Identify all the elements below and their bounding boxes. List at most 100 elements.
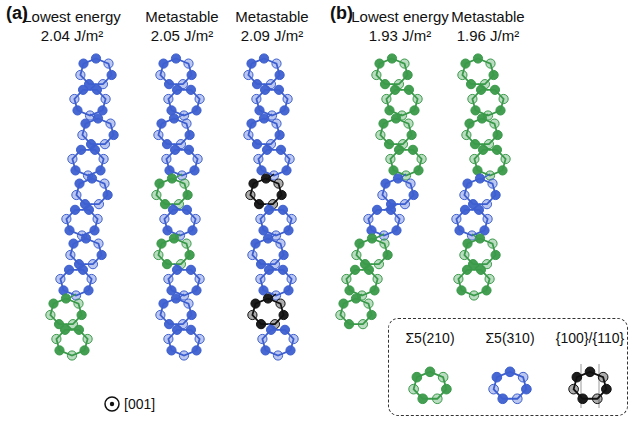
atom — [470, 154, 479, 163]
atom — [246, 190, 255, 199]
atom — [364, 299, 373, 308]
boundary-chain — [46, 54, 118, 360]
structural-unit — [152, 174, 192, 209]
atom — [169, 114, 178, 123]
atom — [261, 174, 270, 183]
atom — [94, 200, 103, 209]
structural-unit — [154, 114, 194, 149]
atom — [285, 154, 294, 163]
atom — [410, 106, 419, 115]
atom — [493, 130, 502, 139]
panel-label: (b) — [330, 3, 353, 24]
structural-unit — [378, 174, 418, 209]
structural-unit — [162, 145, 202, 180]
atom — [370, 286, 379, 295]
structure-title: Lowest energy — [351, 8, 449, 25]
atom — [488, 239, 497, 248]
atom — [283, 94, 292, 103]
atom — [256, 260, 265, 269]
atom — [380, 80, 389, 89]
structural-unit — [156, 54, 196, 89]
atom — [352, 250, 361, 259]
structural-unit — [462, 114, 502, 149]
legend-samples — [409, 364, 611, 408]
atom — [569, 384, 579, 394]
structural-unit — [256, 265, 296, 300]
atom — [470, 140, 479, 149]
atom — [279, 310, 288, 319]
atom — [358, 320, 367, 329]
atom — [482, 286, 491, 295]
atom — [471, 106, 480, 115]
atom — [342, 274, 351, 283]
atom — [350, 265, 359, 274]
atom — [160, 200, 169, 209]
legend-swatch — [409, 367, 451, 404]
structural-unit — [470, 145, 510, 180]
atom — [488, 179, 497, 188]
atom — [466, 80, 475, 89]
structural-unit — [68, 145, 108, 180]
atom — [384, 140, 393, 149]
atom — [172, 85, 181, 94]
atom — [90, 226, 99, 235]
atom — [287, 214, 296, 223]
atom — [339, 299, 348, 308]
atom — [284, 226, 293, 235]
atom — [442, 384, 452, 394]
atom — [69, 239, 78, 248]
boundary-chain — [452, 54, 510, 300]
boundary-chain — [336, 54, 426, 329]
atom — [154, 250, 163, 259]
structure-title: Metastable — [235, 8, 308, 25]
atom — [598, 372, 608, 382]
atom — [518, 372, 528, 382]
atom — [99, 154, 108, 163]
atom — [409, 384, 419, 394]
atom — [67, 351, 76, 360]
atom — [499, 94, 508, 103]
atom — [187, 70, 196, 79]
atom — [276, 299, 285, 308]
atom — [252, 80, 261, 89]
atom — [473, 54, 482, 63]
atom — [432, 394, 442, 404]
atom — [585, 367, 595, 377]
atom — [275, 130, 284, 139]
atom — [92, 85, 101, 94]
atom — [68, 154, 77, 163]
atom — [278, 205, 287, 214]
atom — [400, 59, 409, 68]
atom — [476, 85, 485, 94]
atom — [273, 351, 282, 360]
atom — [289, 334, 298, 343]
atom — [77, 310, 86, 319]
atom — [46, 310, 55, 319]
atom — [195, 334, 204, 343]
atom — [407, 130, 416, 139]
atom — [400, 200, 409, 209]
atom — [56, 274, 65, 283]
structural-unit — [52, 325, 92, 360]
atom — [64, 265, 73, 274]
atom — [186, 325, 195, 334]
atom — [55, 346, 64, 355]
atom — [403, 70, 412, 79]
atom — [258, 334, 267, 343]
atom — [78, 265, 87, 274]
atom — [192, 106, 201, 115]
atom — [156, 310, 165, 319]
energy-value: 1.96 J/m² — [457, 27, 520, 44]
atom — [163, 226, 172, 235]
atom — [254, 200, 263, 209]
structural-unit — [164, 265, 204, 300]
atom — [483, 214, 492, 223]
atom — [184, 299, 193, 308]
atom — [489, 384, 499, 394]
atom — [275, 70, 284, 79]
atom — [62, 214, 71, 223]
atom — [78, 130, 87, 139]
atom — [152, 190, 161, 199]
atom — [393, 174, 402, 183]
